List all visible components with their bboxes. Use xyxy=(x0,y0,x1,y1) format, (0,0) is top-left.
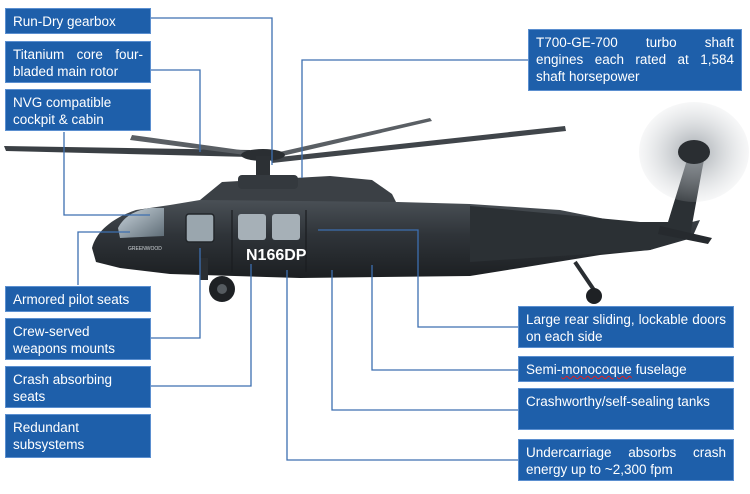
callout-text: Redundant subsystems xyxy=(13,420,85,452)
callout-fuselage: Semi-monocoque fuselage xyxy=(518,356,734,382)
cockpit-door-window xyxy=(185,213,215,243)
leader-crash-seats xyxy=(150,264,252,387)
callout-undercarriage: Undercarriage absorbs crash energy up to… xyxy=(518,439,734,481)
callout-text: Titanium core four-bladed main rotor xyxy=(13,47,143,79)
leader-titanium-rotor xyxy=(150,69,201,152)
leader-fuel-tanks xyxy=(331,270,520,411)
rotor-blade-front xyxy=(270,126,566,163)
tail-wheel xyxy=(586,288,602,304)
callout-text-prefix: Semi- xyxy=(526,362,562,377)
callout-nvg-cockpit: NVG compatible cockpit & cabin xyxy=(5,89,151,131)
leader-turbo-engines xyxy=(301,59,528,178)
callout-text: Crash absorbing seats xyxy=(13,372,113,404)
callout-run-dry-gearbox: Run-Dry gearbox xyxy=(5,8,151,34)
callout-titanium-rotor: Titanium core four-bladed main rotor xyxy=(5,41,151,83)
callout-text: Run-Dry gearbox xyxy=(13,14,116,29)
callout-text-suffix: fuselage xyxy=(631,362,687,377)
rotor-hub xyxy=(241,149,285,161)
callout-fuel-tanks: Crashworthy/self-sealing tanks xyxy=(518,388,734,430)
callout-text-flagged: monocoque xyxy=(561,362,632,377)
callout-text: Armored pilot seats xyxy=(13,292,130,307)
callout-redundant: Redundant subsystems xyxy=(5,414,151,458)
callout-crash-seats: Crash absorbing seats xyxy=(5,366,151,408)
leader-undercarriage xyxy=(286,270,520,461)
horizontal-stabilizer xyxy=(658,226,712,244)
rotor-blade-back-right xyxy=(275,118,432,157)
callout-text: T700-GE-700 turbo shaft engines each rat… xyxy=(536,35,734,84)
callout-text: Crashworthy/self-sealing tanks xyxy=(526,394,710,409)
leader-pilot-seats xyxy=(77,231,130,285)
leader-nvg-cockpit xyxy=(63,132,150,216)
cabin-window-1 xyxy=(238,214,266,240)
cabin-window-2 xyxy=(272,214,300,240)
callout-text: Crew-served weapons mounts xyxy=(13,324,116,356)
tail-rotor xyxy=(639,102,749,202)
callout-sliding-doors: Large rear sliding, lockable doors on ea… xyxy=(518,306,734,348)
gearbox-housing xyxy=(238,175,298,189)
callout-text: Undercarriage absorbs crash energy up to… xyxy=(526,445,726,477)
registration-marking: N166DP xyxy=(246,247,307,264)
callout-weapons-mounts: Crew-served weapons mounts xyxy=(5,318,151,360)
callout-turbo-engines: T700-GE-700 turbo shaft engines each rat… xyxy=(528,29,742,91)
callout-text: Semi-monocoque fuselage xyxy=(526,361,726,378)
leader-fuselage xyxy=(371,265,520,371)
leader-weapons-mounts xyxy=(150,248,201,339)
landing-gear xyxy=(200,258,602,304)
callout-text: Large rear sliding, lockable doors on ea… xyxy=(526,312,726,344)
main-rotor xyxy=(4,118,566,178)
rotor-mast xyxy=(256,156,270,178)
nose-marking: GREENWOOD xyxy=(128,246,162,252)
callout-pilot-seats: Armored pilot seats xyxy=(5,286,151,312)
rotor-blade-left xyxy=(4,146,250,157)
tail-boom xyxy=(470,150,706,262)
leader-run-dry-gearbox xyxy=(150,17,273,165)
rotor-blade-back-left xyxy=(130,135,255,156)
callout-text: NVG compatible cockpit & cabin xyxy=(13,95,112,127)
leader-sliding-doors xyxy=(318,229,520,328)
